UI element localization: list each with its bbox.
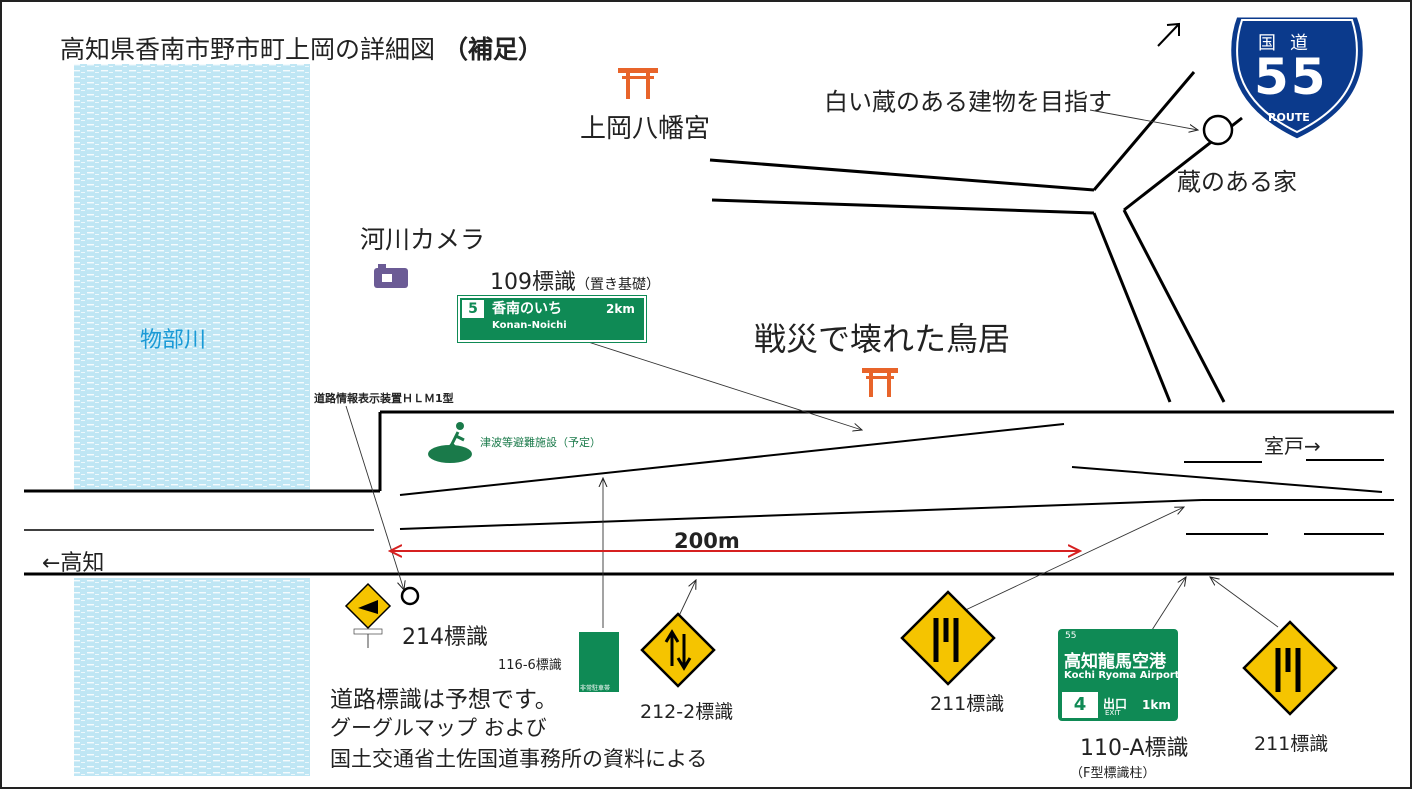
sign-110-a-exit-label: 出口: [1103, 697, 1128, 711]
sign-109-route-no: 5: [462, 300, 484, 318]
note-line-2: グーグルマップ および: [330, 716, 547, 740]
warning-sign-212-2: [640, 612, 716, 688]
sign-110-a-exit-en: EXIT: [1105, 709, 1121, 717]
shrine-label: 上岡八幡宮: [580, 114, 711, 144]
sign-110-a-route-no: 55: [1065, 631, 1077, 641]
sign-109-note: （置き基礎）: [576, 277, 660, 293]
sign-116-6-label: 116-6標識: [498, 658, 562, 673]
title-suffix: （補足）: [442, 35, 543, 64]
sign-212-2-label: 212-2標識: [640, 701, 734, 723]
sign-116-6-plate: [579, 632, 619, 692]
to-kochi-label: ←高知: [42, 551, 105, 576]
sign-109-destination: 香南のいち: [492, 301, 562, 317]
river-upper: [74, 64, 310, 490]
tsunami-facility-label: 津波等避難施設（予定）: [480, 436, 601, 449]
river-camera-label: 河川カメラ: [360, 225, 486, 254]
kura-house-marker: [1202, 114, 1234, 146]
sign-211-b-label: 211標識: [1254, 733, 1329, 755]
sign-110-a-romaji: Kochi Ryoma Airport: [1064, 670, 1180, 681]
sign-116-6-text: 非常駐車帯: [580, 685, 611, 692]
title-main: 高知県香南市野市町上岡の詳細図: [60, 35, 436, 64]
sign-110-a-post-label: （F型標識柱）: [1070, 766, 1156, 781]
evacuation-icon: [428, 422, 472, 463]
sign-214-label: 214標識: [402, 625, 488, 650]
warning-sign-211-a: [900, 590, 996, 686]
broken-torii-icon: [862, 368, 898, 397]
sign-109-label-text: 109標識: [490, 270, 576, 295]
note-line-3: 国土交通省土佐国道事務所の資料による: [330, 747, 708, 771]
camera-icon: [374, 264, 408, 288]
sign-109-romaji: Konan-Noichi: [492, 320, 567, 331]
sign-109-distance: 2km: [606, 302, 635, 316]
kura-house-label: 蔵のある家: [1177, 168, 1297, 196]
route-shield-number: 55: [1254, 48, 1328, 106]
torii-icon: [618, 68, 658, 99]
river-label: 物部川: [140, 328, 207, 353]
hlm-device-label: 道路情報表示装置ＨＬＭ1型: [314, 392, 454, 405]
river-lower: [74, 578, 310, 776]
route-shield-route-text: ROUTE: [1268, 111, 1310, 124]
warning-sign-214: [344, 582, 392, 648]
kura-note-label: 白い蔵のある建物を目指す: [824, 88, 1112, 116]
page-title: 高知県香南市野市町上岡の詳細図 （補足）: [60, 30, 543, 66]
sign-110-a-destination: 高知龍馬空港: [1064, 652, 1166, 672]
warning-sign-211-b: [1242, 620, 1338, 716]
sign-109-plate: [457, 295, 647, 343]
note-line-1: 道路標識は予想です。: [330, 687, 558, 713]
sign-110-a-label: 110-A標識: [1080, 736, 1189, 761]
sign-110-a-exit-no: 4: [1062, 692, 1098, 718]
distance-label: 200m: [674, 529, 740, 553]
hlm-device-marker: [400, 586, 420, 606]
sign-110-a-distance: 1km: [1142, 698, 1171, 712]
sign-109-label: 109標識（置き基礎）: [490, 264, 660, 296]
broken-torii-label: 戦災で壊れた鳥居: [754, 320, 1011, 358]
route-shield-label: 国道: [1258, 33, 1322, 54]
sign-211-a-label: 211標識: [930, 693, 1005, 715]
to-muroto-label: 室戸→: [1264, 434, 1321, 458]
